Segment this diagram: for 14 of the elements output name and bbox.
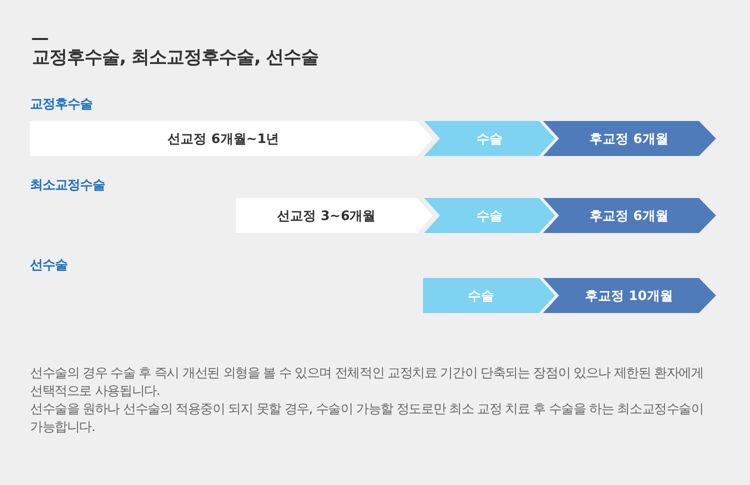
chevron-step: 선교정 6개월~1년 (30, 121, 433, 156)
chevron-step: 선교정 3~6개월 (236, 198, 433, 233)
row-heading: 최소교정수술 (30, 178, 105, 194)
chevron-step: 수술 (424, 198, 555, 233)
row-heading: 선수술 (30, 258, 68, 274)
chevron-step: 후교정 6개월 (543, 198, 716, 233)
row-heading: 교정후수술 (30, 97, 92, 113)
paragraph-text: 선수술을 원하나 선수술의 적용중이 되지 못할 경우, 수술이 가능할 정도로만 최소 교정 치료 후 수술을 하는 최소교정수술이 가능합니다. (30, 401, 704, 437)
chevron-step: 수술 (424, 121, 555, 156)
title-text: 교정후수술, 최소교정후수술, 선수술 (32, 47, 319, 69)
paragraph-text: 선수술의 경우 수술 후 즉시 개선된 외형을 볼 수 있으며 전체적인 교정치료 기간이 단축되는 장점이 있으나 제한된 환자에게 선택적으로 사용됩니다. (30, 365, 704, 401)
chevron-step: 후교정 6개월 (543, 121, 716, 156)
chevron-step: 수술 (423, 278, 555, 313)
chevron-step: 후교정 10개월 (543, 278, 716, 313)
